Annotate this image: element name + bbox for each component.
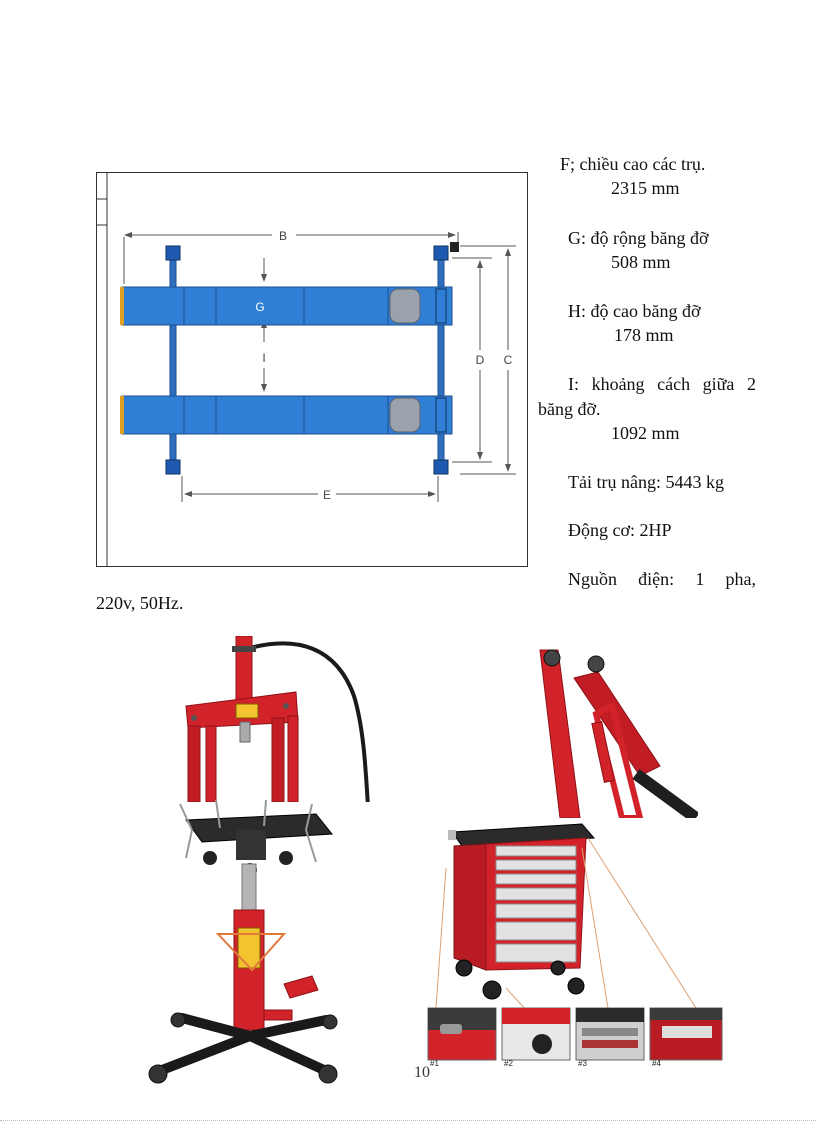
bottom-dotted-rule <box>0 1120 816 1121</box>
dimension-b: B <box>123 229 459 284</box>
spec-h-value: 178 mm <box>614 325 674 345</box>
spec-g-value: 508 mm <box>611 252 671 272</box>
label-g: G <box>255 300 264 314</box>
thumb-label-3: #3 <box>578 1059 587 1068</box>
engine-crane-photo <box>536 646 698 818</box>
lift-dimension-diagram: B C D E <box>96 172 528 567</box>
runway-bottom <box>120 395 453 435</box>
spec-f-value: 2315 mm <box>611 178 680 198</box>
detail-thumb-1: #1 <box>427 1007 497 1068</box>
spec-g-label: G: độ rộng băng đỡ <box>568 228 709 248</box>
dimension-c: C <box>460 245 516 475</box>
page-number: 10 <box>414 1064 430 1081</box>
lift-posts <box>165 242 459 475</box>
detail-thumb-3: #3 <box>575 1007 645 1068</box>
label-b: B <box>279 229 287 243</box>
dimension-e: E <box>181 476 439 502</box>
tool-cabinet-photo: #1 #2 #3 #4 <box>426 818 728 1070</box>
label-e: E <box>323 488 331 502</box>
shop-press-photo <box>176 636 386 802</box>
spec-f-label: F; chiều cao các trụ. <box>560 154 706 174</box>
spec-h-label: H: độ cao băng đỡ <box>568 301 701 321</box>
thumb-label-4: #4 <box>652 1059 661 1068</box>
thumb-label-2: #2 <box>504 1059 513 1068</box>
transmission-jack-photo <box>146 800 368 1090</box>
spec-load: Tải trụ nâng: 5443 kg <box>568 472 724 492</box>
dimension-d: D <box>452 257 492 463</box>
spec-i-value: 1092 mm <box>611 423 680 443</box>
spec-i-label-line2: băng đỡ. <box>538 399 601 419</box>
runway-top: G <box>120 286 453 326</box>
label-d: D <box>476 353 485 367</box>
detail-thumb-2: #2 <box>501 1007 571 1068</box>
dimension-g <box>261 258 267 282</box>
thumb-label-1: #1 <box>430 1059 439 1068</box>
spec-i-label-line1: I: khoảng cách giữa 2 <box>568 374 756 394</box>
spec-power-line1: Nguồn điện: 1 pha, <box>568 569 756 589</box>
spec-motor: Động cơ: 2HP <box>568 520 672 540</box>
spec-power-line2: 220v, 50Hz. <box>96 593 184 613</box>
label-c: C <box>504 353 513 367</box>
detail-thumb-4: #4 <box>649 1007 723 1068</box>
label-i: I <box>262 351 265 365</box>
